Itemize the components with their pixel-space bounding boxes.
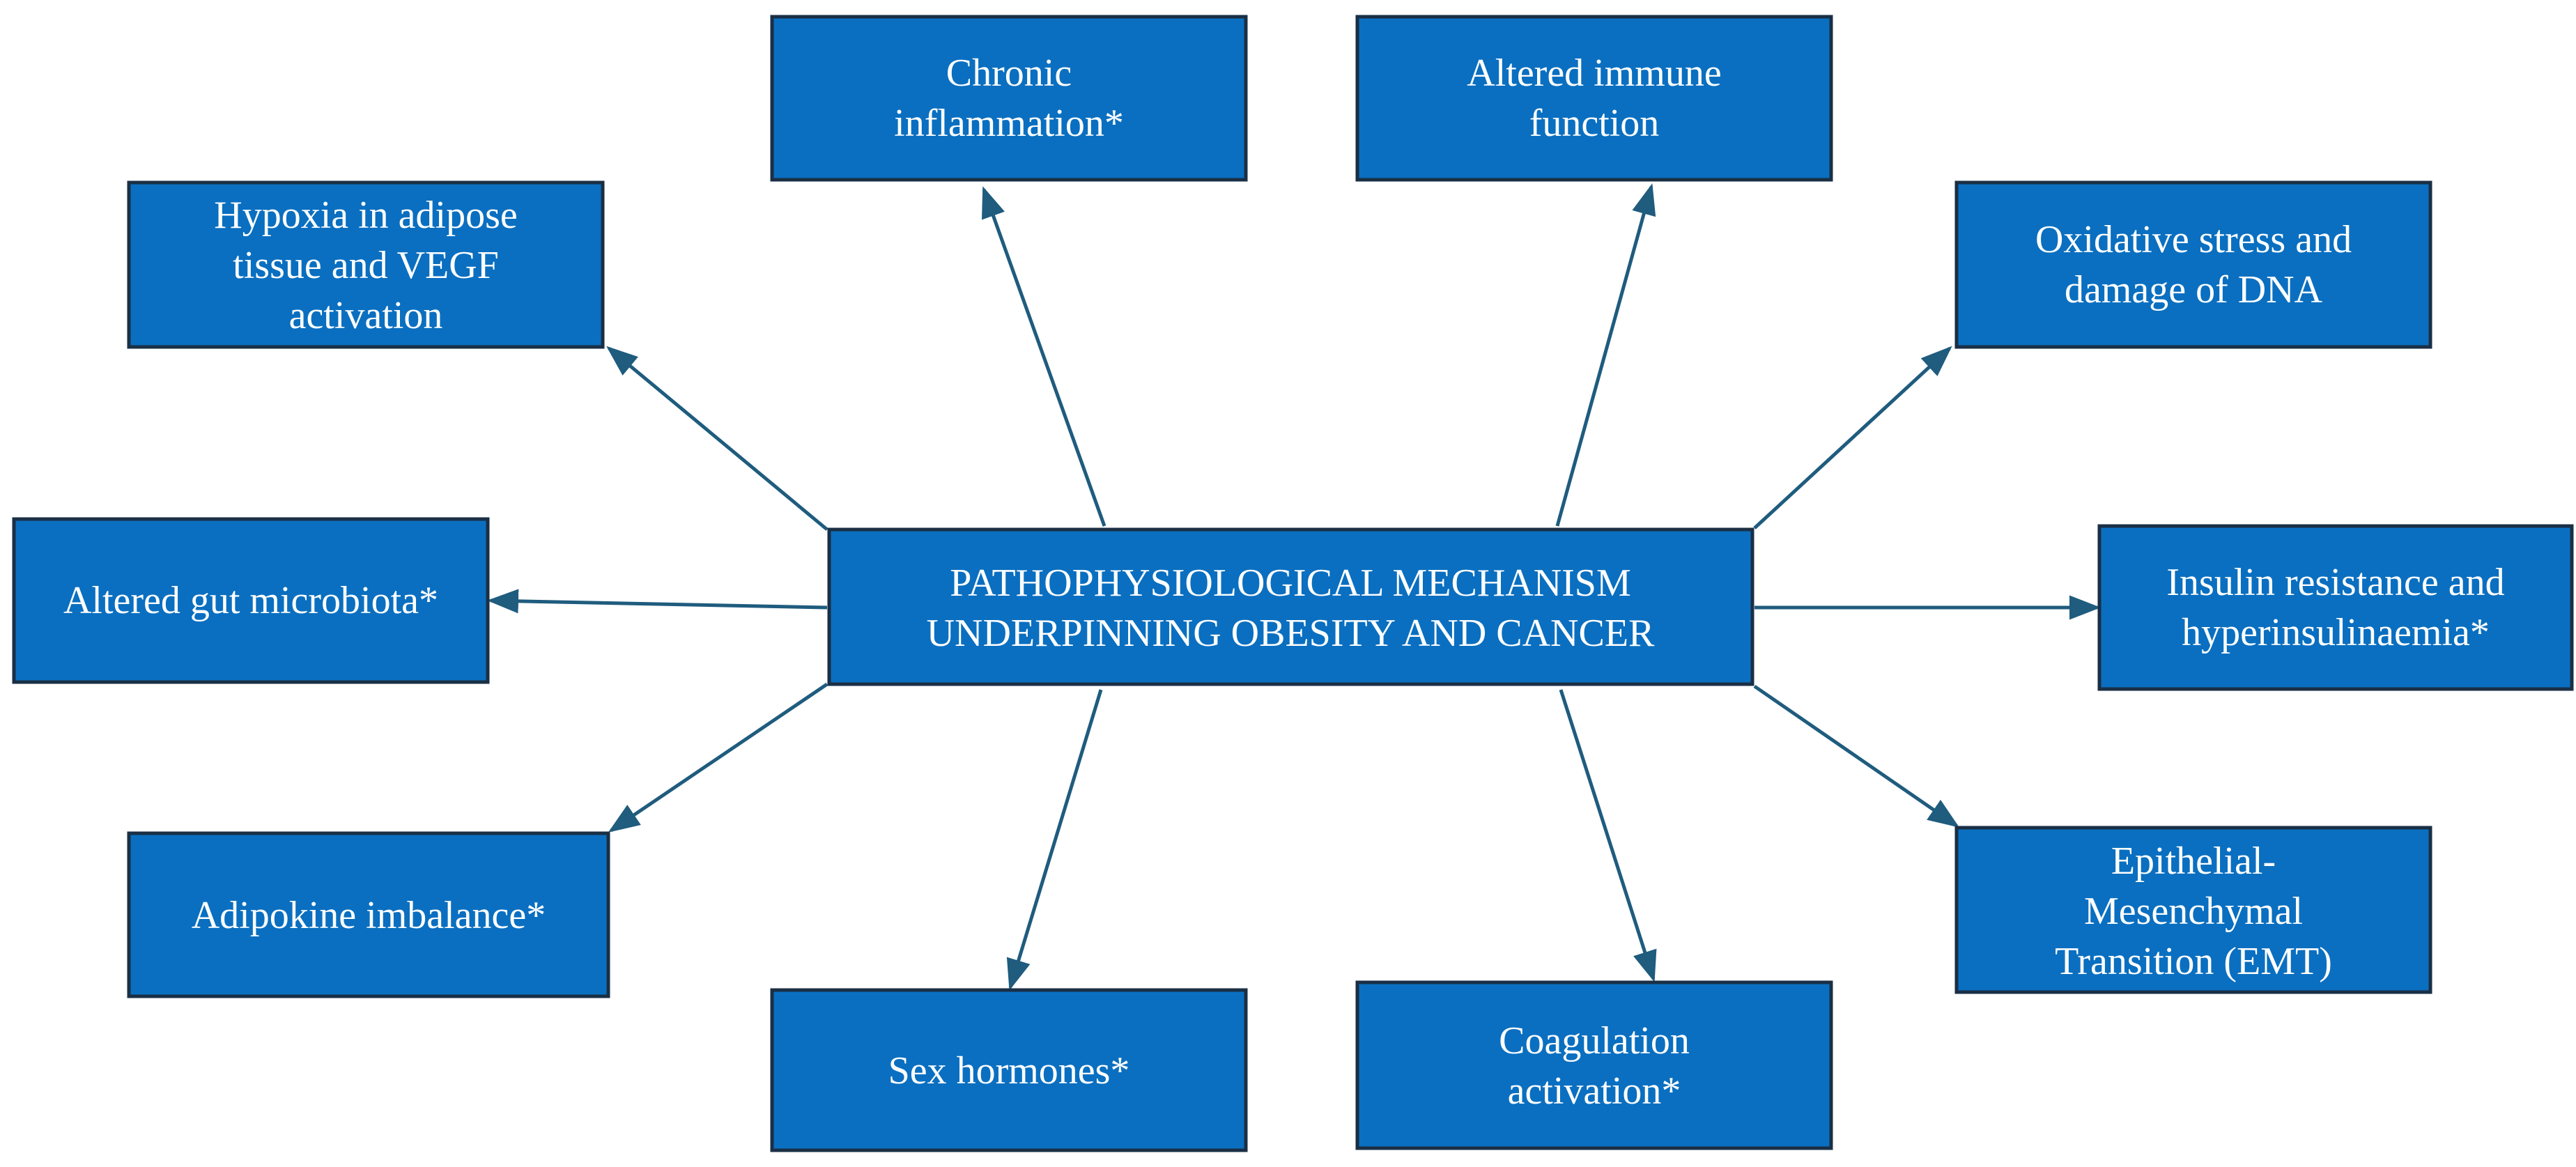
arrow-to-coagulation — [1559, 689, 1657, 982]
node-oxidative-stress: Oxidative stress and damage of DNA — [1954, 180, 2432, 349]
center-node: PATHOPHYSIOLOGICAL MECHANISM UNDERPINNIN… — [827, 527, 1754, 686]
hypoxia-line-1: Hypoxia in adipose — [214, 194, 517, 237]
arrow-to-hypoxia — [606, 346, 828, 531]
adipokine-line-1: Adipokine imbalance* — [192, 894, 546, 937]
arrow-to-chronic-inflammation — [982, 186, 1106, 527]
altered-immune-line-2: function — [1529, 102, 1660, 145]
hypoxia-line-2: tissue and VEGF — [233, 244, 499, 287]
coagulation-line-2: activation* — [1508, 1069, 1681, 1113]
center-line-1: PATHOPHYSIOLOGICAL MECHANISM — [950, 562, 1631, 605]
chronic-inflammation-line-1: Chronic — [946, 52, 1072, 95]
hypoxia-line-3: activation — [289, 294, 443, 337]
chronic-inflammation-line-2: inflammation* — [894, 102, 1124, 145]
center-line-2: UNDERPINNING OBESITY AND CANCER — [927, 612, 1655, 655]
emt-line-3: Transition (EMT) — [2055, 940, 2332, 983]
insulin-resistance-line-2: hyperinsulinaemia* — [2182, 611, 2490, 654]
node-insulin-resistance: Insulin resistance and hyperinsulinaemia… — [2097, 524, 2574, 691]
node-gut-microbiota: Altered gut microbiota* — [12, 517, 490, 684]
arrows — [487, 183, 2101, 991]
emt-line-2: Mesenchymal — [2084, 890, 2303, 933]
coagulation-line-1: Coagulation — [1499, 1019, 1690, 1062]
arrow-to-emt — [1753, 684, 1960, 828]
node-emt: Epithelial- Mesenchymal Transition (EMT) — [1954, 826, 2432, 994]
arrow-to-gut-microbiota — [487, 589, 828, 614]
gut-microbiota-line-1: Altered gut microbiota* — [63, 579, 438, 622]
arrow-to-oxidative-stress — [1753, 346, 1952, 530]
arrow-to-sex-hormones — [1006, 689, 1103, 991]
node-hypoxia: Hypoxia in adipose tissue and VEGF activ… — [127, 180, 605, 349]
node-chronic-inflammation: Chronic inflammation* — [770, 15, 1248, 182]
oxidative-stress-line-2: damage of DNA — [2065, 268, 2323, 311]
sex-hormones-line-1: Sex hormones* — [888, 1049, 1130, 1092]
arrow-to-adipokine-imbalance — [608, 682, 828, 833]
altered-immune-line-1: Altered immune — [1467, 52, 1721, 95]
node-adipokine-imbalance: Adipokine imbalance* — [127, 831, 610, 998]
emt-line-1: Epithelial- — [2111, 840, 2276, 883]
node-altered-immune-function: Altered immune function — [1355, 15, 1833, 182]
node-coagulation: Coagulation activation* — [1355, 980, 1833, 1150]
oxidative-stress-line-1: Oxidative stress and — [2035, 218, 2352, 261]
arrow-to-altered-immune-function — [1555, 183, 1656, 527]
node-sex-hormones: Sex hormones* — [770, 988, 1248, 1152]
insulin-resistance-line-1: Insulin resistance and — [2166, 561, 2504, 604]
